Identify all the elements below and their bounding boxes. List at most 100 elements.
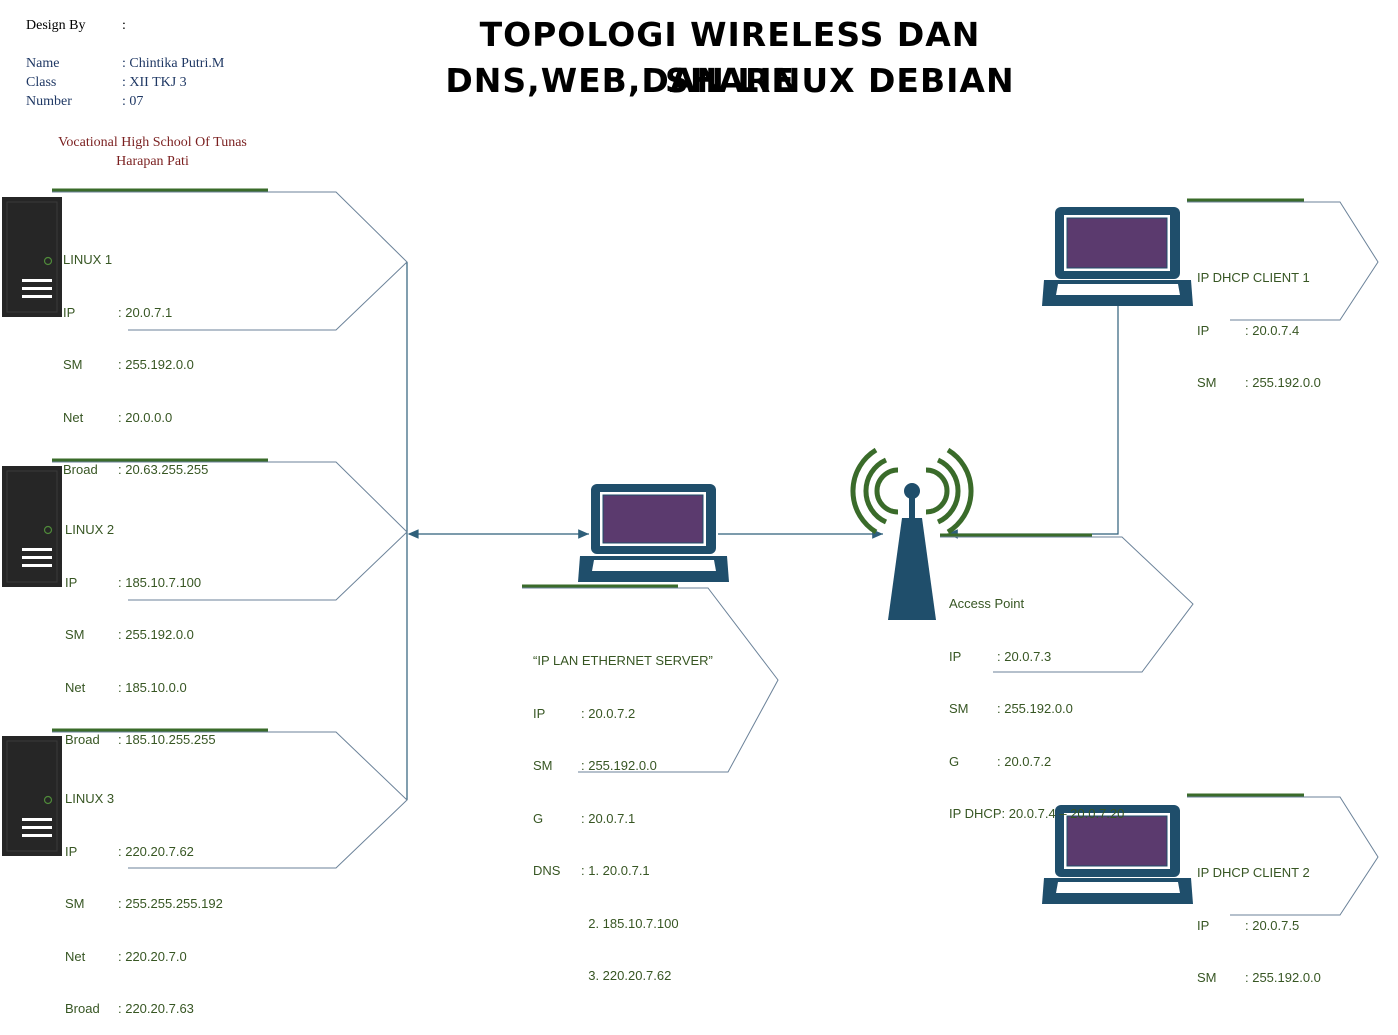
ap-gateway-key: G	[949, 753, 960, 769]
linux1-ip-row: IP : 20.0.7.1	[63, 304, 208, 322]
linux1-sm-value: : 255.192.0.0	[118, 357, 194, 372]
designer-name-value: : Chintika Putri.M	[122, 56, 225, 71]
school-line-2: Harapan Pati	[116, 154, 189, 169]
server-dns-key: DNS	[533, 863, 561, 878]
client2-sm-row: SM : 255.192.0.0	[1197, 969, 1321, 987]
linux1-broad-value: : 20.63.255.255	[118, 462, 209, 477]
client2-ip-key: IP	[1197, 917, 1210, 933]
client2-sm-value: : 255.192.0.0	[1245, 970, 1321, 985]
linux1-net-row: Net : 20.0.0.0	[63, 409, 208, 427]
linux1-info: LINUX 1 IP : 20.0.7.1 SM : 255.192.0.0 Net…	[63, 216, 208, 496]
server-title: “IP LAN ETHERNET SERVER”	[533, 653, 713, 668]
linux3-sm-value: : 255.255.255.192	[118, 896, 223, 911]
server-sm-value: : 255.192.0.0	[581, 758, 657, 773]
server-gateway-key: G	[533, 810, 544, 826]
linux1-server-icon	[2, 197, 62, 317]
client1-sm-key: SM	[1197, 375, 1217, 390]
linux2-broad-key: Broad	[65, 732, 100, 747]
linux2-info: LINUX 2 IP: 185.10.7.100 SM: 255.192.0.0…	[65, 486, 216, 766]
linux1-callout	[52, 188, 408, 331]
ap-sm-key: SM	[949, 701, 969, 716]
server-dns-value-2: 2. 185.10.7.100	[581, 915, 679, 931]
linux2-net-row: Net : 185.10.0.0	[65, 679, 216, 697]
linux3-server-icon	[2, 736, 62, 856]
ap-ip-key: IP	[949, 648, 962, 664]
client1-sm-value: : 255.192.0.0	[1245, 375, 1321, 390]
designer-number-value: : 07	[122, 94, 144, 109]
designer-number-key: Number	[26, 94, 72, 109]
ap-callout	[940, 533, 1194, 673]
linux1-ip-key: IP	[63, 304, 76, 320]
diagram-title-line-1: TOPOLOGI WIRELESS DAN SHARE	[479, 15, 981, 100]
linux1-sm-row: SM : 255.192.0.0	[63, 356, 208, 374]
topology-diagram	[2, 188, 1379, 916]
client1-info: IP DHCP CLIENT 1 IP: 20.0.7.4 SM: 255.19…	[1197, 234, 1321, 409]
designer-name-row: Name : Chintika Putri.M	[26, 56, 224, 72]
client1-callout	[1187, 198, 1379, 321]
client2-ip-row: IP : 20.0.7.5	[1197, 917, 1321, 935]
client2-ip-value: : 20.0.7.5	[1245, 917, 1300, 933]
linux3-ip-row: IP : 220.20.7.62	[65, 843, 223, 861]
client1-laptop-icon	[1042, 207, 1193, 306]
access-point-icon	[850, 447, 974, 620]
linux3-sm-key: SM	[65, 896, 85, 911]
server-dns-value-3: 3. 220.20.7.62	[581, 968, 672, 983]
linux2-ip-row: IP: 185.10.7.100	[65, 574, 216, 592]
server-ip-row: IP : 20.0.7.2	[533, 705, 713, 723]
linux1-title: LINUX 1	[63, 252, 113, 267]
server-sm-row: SM: 255.192.0.0	[533, 757, 713, 775]
server-gateway-row: G: 20.0.7.1	[533, 810, 713, 828]
linux2-server-icon	[2, 466, 62, 587]
linux2-net-value: : 185.10.0.0	[118, 679, 187, 695]
linux1-net-key: Net	[63, 409, 84, 425]
ap-sm-row: SM : 255.192.0.0	[949, 700, 1124, 718]
linux1-net-value: : 20.0.0.0	[118, 409, 173, 425]
ap-dhcp-row: IP DHCP: 20.0.7.4 – 20.0.7.20	[949, 805, 1124, 823]
server-dns-row-3: 3. 220.20.7.62	[533, 967, 713, 985]
server-laptop-icon	[578, 484, 729, 582]
linux1-ip-value: : 20.0.7.1	[118, 304, 173, 320]
client1-ip-value: : 20.0.7.4	[1245, 322, 1300, 338]
linux2-net-key: Net	[65, 679, 86, 695]
linux2-sm-key: SM	[65, 627, 85, 642]
ap-gateway-row: G: 20.0.7.2	[949, 753, 1124, 771]
client1-ip-row: IP : 20.0.7.4	[1197, 322, 1321, 340]
client2-sm-key: SM	[1197, 970, 1217, 985]
linux3-broad-key: Broad	[65, 1001, 100, 1016]
school-line-1: Vocational High School Of Tunas	[58, 135, 247, 150]
ap-ip-row: IP : 20.0.7.3	[949, 648, 1124, 666]
linux3-net-key: Net	[65, 948, 86, 964]
server-ip-value: : 20.0.7.2	[581, 705, 636, 721]
linux3-ip-value: : 220.20.7.62	[118, 843, 194, 859]
linux2-title: LINUX 2	[65, 522, 115, 537]
linux3-net-row: Net : 220.20.7.0	[65, 948, 223, 966]
client2-info: IP DHCP CLIENT 2 IP: 20.0.7.5 SM: 255.19…	[1197, 829, 1321, 1004]
linux3-info: LINUX 3 IP: 220.20.7.62 SM: 255.255.255.…	[65, 755, 223, 1035]
linux3-sm-row: SM : 255.255.255.192	[65, 895, 223, 913]
linux3-broad-value: : 220.20.7.63	[118, 1001, 194, 1016]
linux2-sm-row: SM: 255.192.0.0	[65, 626, 216, 644]
design-by-label: Design By:	[26, 18, 126, 34]
client2-laptop-icon	[1042, 805, 1193, 904]
server-info: “IP LAN ETHERNET SERVER” IP : 20.0.7.2 SM…	[533, 617, 713, 1002]
ap-ip-value: : 20.0.7.3	[997, 648, 1052, 664]
linux3-ip-key: IP	[65, 843, 78, 859]
linux2-ip-key: IP	[65, 574, 78, 590]
linux2-broad-row: Broad: 185.10.255.255	[65, 731, 216, 749]
server-dns-value-1: : 1. 20.0.7.1	[581, 863, 650, 878]
linux3-net-value: : 220.20.7.0	[118, 948, 187, 964]
designer-number-row: Number : 07	[26, 94, 143, 110]
designer-class-key: Class	[26, 75, 57, 90]
designer-class-row: Class: XII TKJ 3	[26, 75, 187, 91]
server-ip-key: IP	[533, 705, 546, 721]
ap-sm-value: : 255.192.0.0	[997, 701, 1073, 716]
client1-ip-key: IP	[1197, 322, 1210, 338]
linux1-broad-row: Broad: 20.63.255.255	[63, 461, 208, 479]
school-name: Vocational High School Of Tunas Harapan …	[30, 133, 275, 171]
designer-name-key: Name	[26, 56, 60, 71]
access-point-info: Access Point IP : 20.0.7.3 SM : 255.192.0.…	[949, 560, 1124, 840]
server-callout	[522, 584, 779, 773]
server-dns-row-2: 2. 185.10.7.100	[533, 915, 713, 933]
ap-title: Access Point	[949, 596, 1025, 611]
linux1-sm-key: SM	[63, 357, 83, 372]
